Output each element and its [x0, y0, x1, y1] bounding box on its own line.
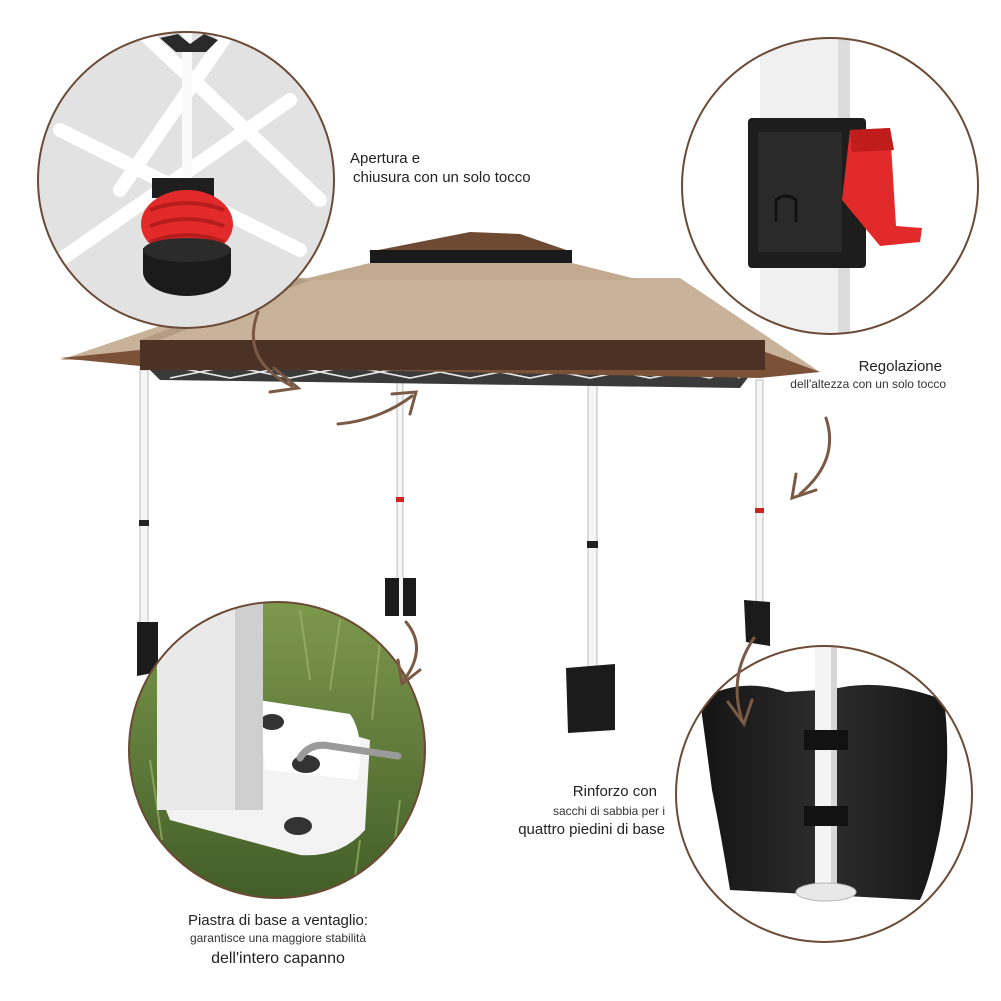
caption-line: dell'intero capanno [211, 949, 345, 967]
caption-line: garantisce una maggiore stabilità [189, 930, 367, 945]
sandbag-back-right [744, 600, 770, 646]
caption-line: sacchi di sabbia per i [552, 803, 665, 818]
arrow-lever-to-leg [790, 416, 832, 501]
pointer-arrows [251, 310, 832, 728]
leg-back-right [755, 379, 764, 606]
caption-height-adjust: Regolazione dell'altezza con un solo toc… [790, 358, 990, 392]
caption-line: dell'altezza con un solo tocco [790, 376, 946, 391]
caption-line: quattro piedini di base [518, 820, 665, 838]
gazebo [60, 232, 820, 671]
caption-sandbags: Rinforzo con sacchi di sabbia per i quat… [505, 783, 665, 840]
detail-circle-hub [37, 31, 335, 329]
arrow-leg-to-plate [396, 620, 422, 687]
canopy-valance [140, 340, 765, 370]
arrow-leg-to-sandbag [726, 636, 756, 728]
detail-circle-sandbag [675, 645, 973, 943]
sandbag-front-right [566, 664, 615, 733]
caption-line: Apertura e [350, 150, 421, 167]
caption-line: Piastra di base a ventaglio: [187, 912, 369, 929]
sandbags [137, 578, 770, 733]
leg-front-left [139, 369, 149, 631]
sandbag-front-left [137, 622, 158, 676]
caption-one-touch-open: Apertura e chiusura con un solo tocco [350, 150, 531, 188]
leg-back-left [396, 379, 404, 591]
arrow-hub-to-canopy [251, 310, 302, 394]
caption-line: Regolazione [858, 358, 942, 375]
canopy-top-vent [368, 232, 572, 252]
caption-line: Rinforzo con [572, 783, 657, 800]
arrow-center-canopy [336, 390, 419, 426]
caption-line: chiusura con un solo tocco [353, 168, 531, 186]
detail-circle-base-plate [128, 601, 426, 899]
caption-base-plate: Piastra di base a ventaglio: garantisce … [158, 912, 398, 969]
leg-front-right [587, 369, 598, 671]
detail-circle-lever [681, 37, 979, 335]
